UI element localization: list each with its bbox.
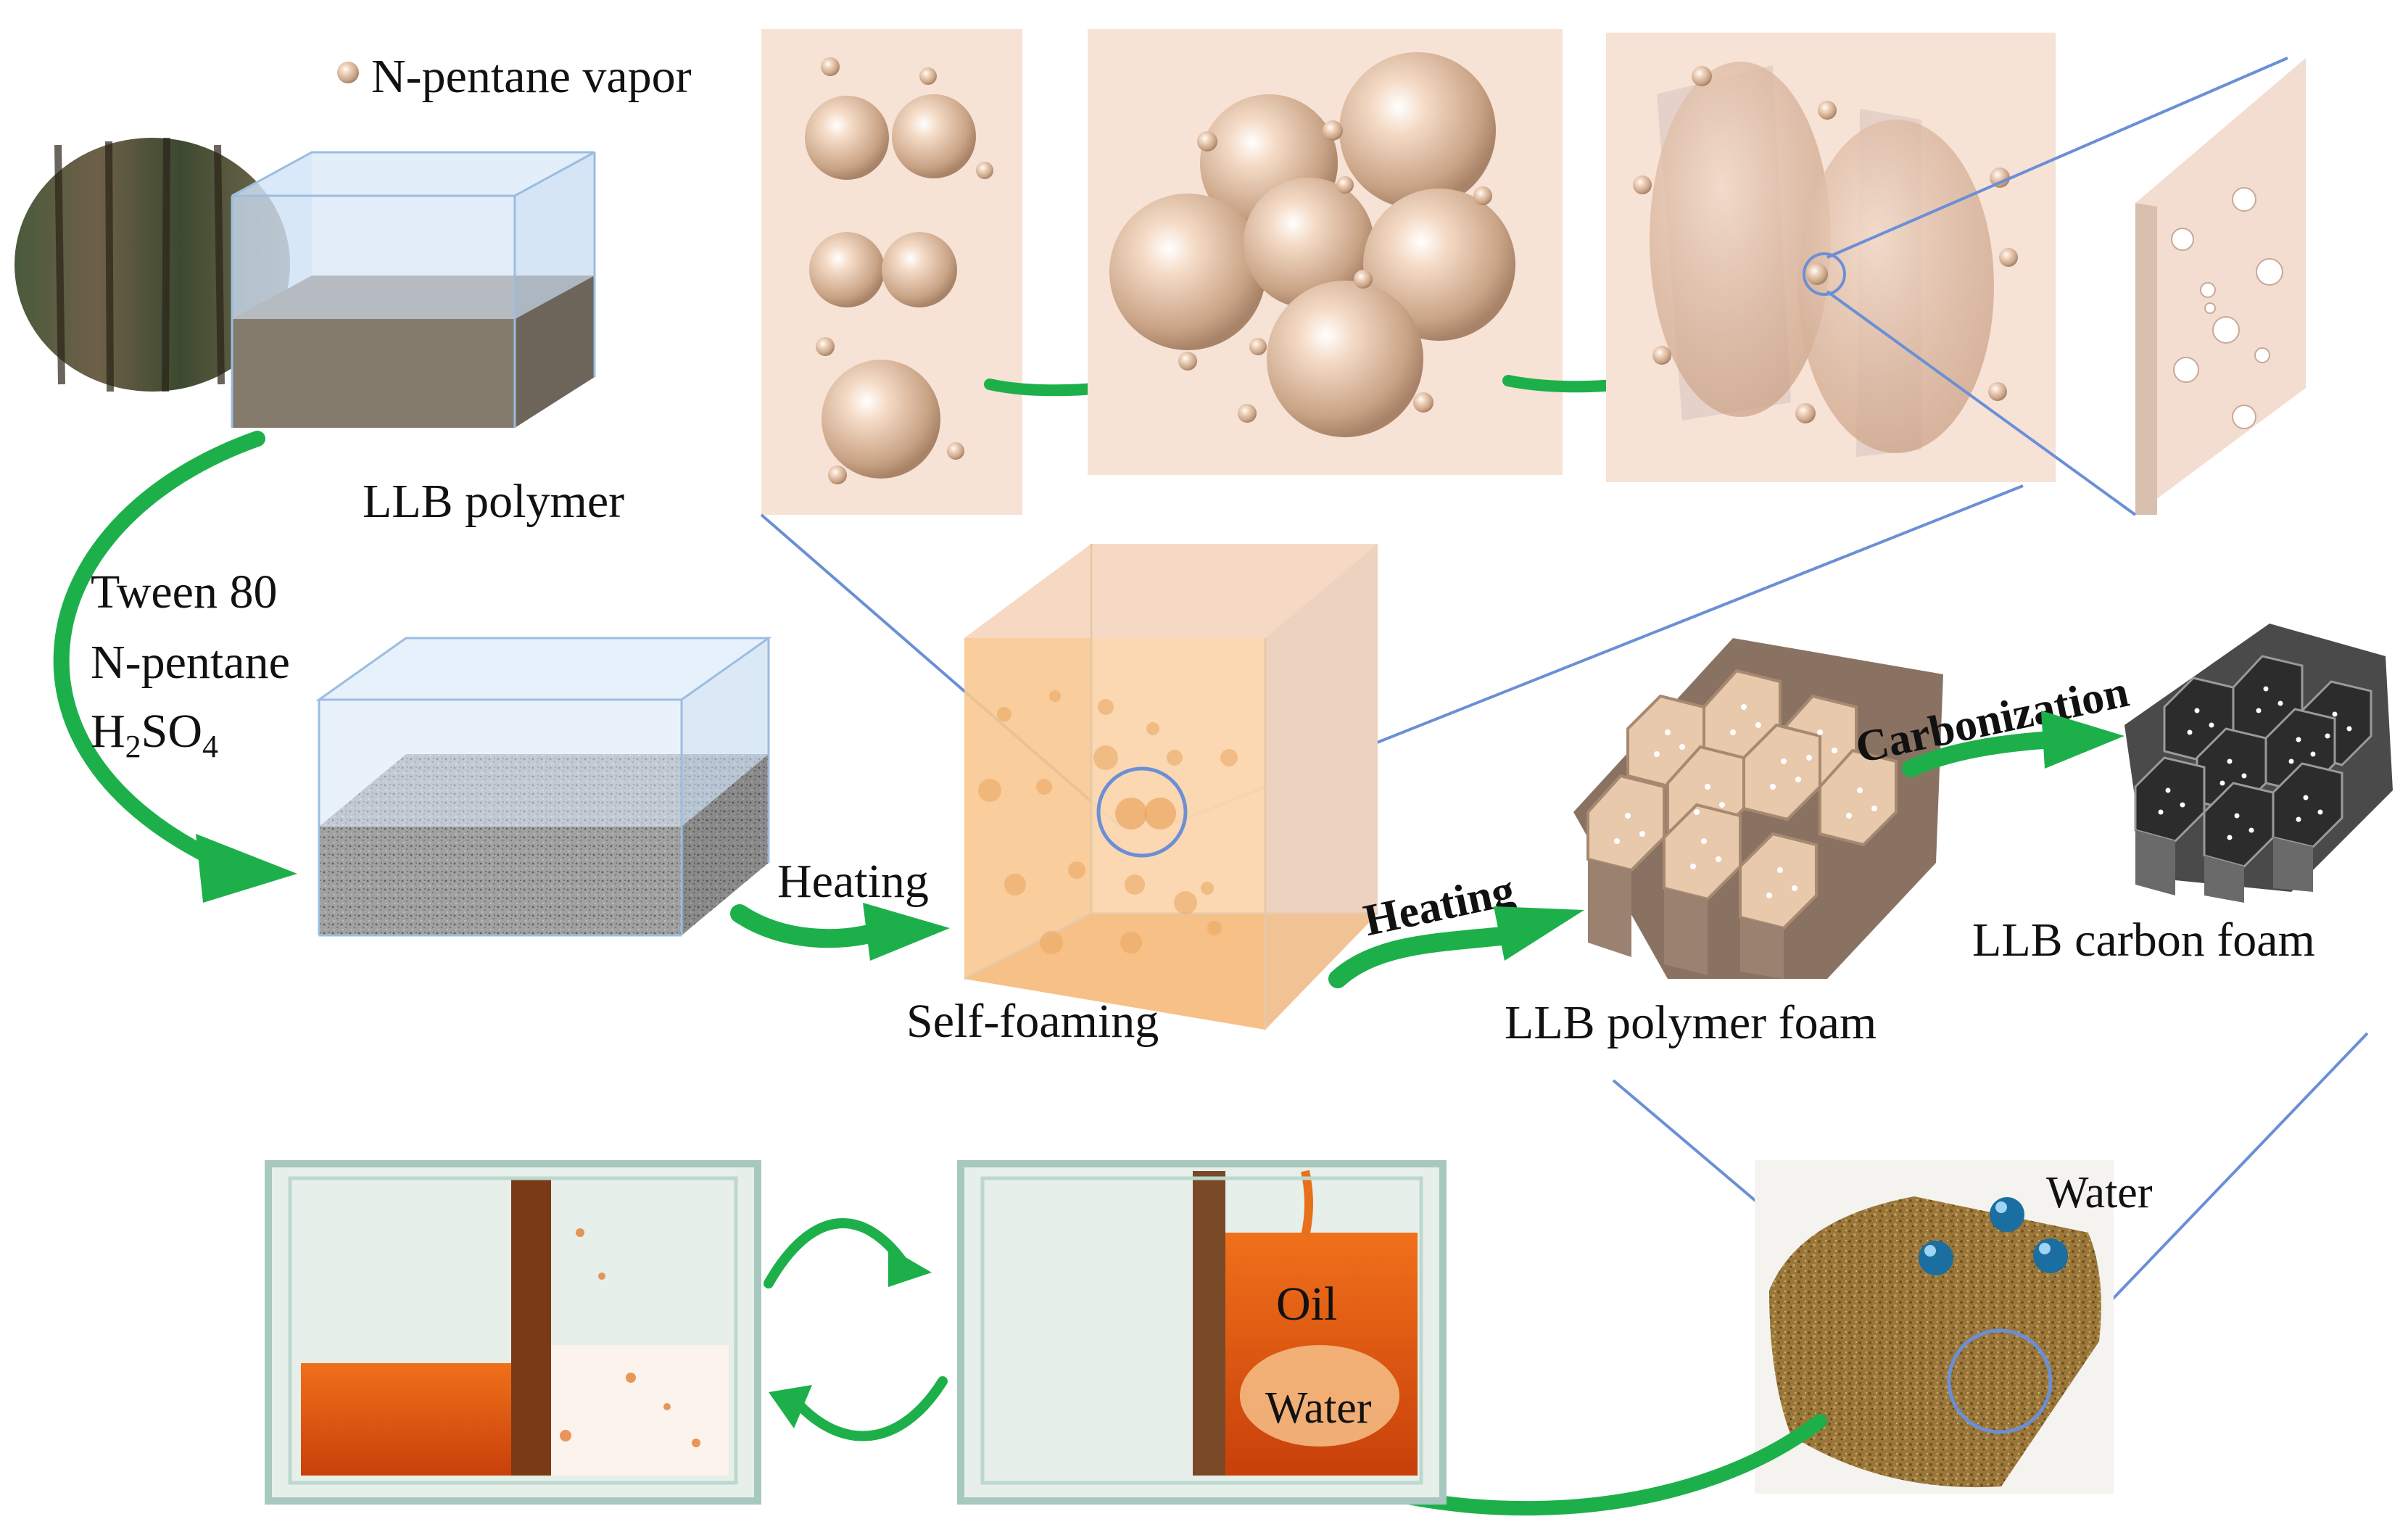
pore-wall-slab: [2135, 58, 2306, 515]
arrow-head: [2041, 711, 2124, 769]
tank-absorbing: [957, 1160, 1447, 1505]
heating-label-1: Heating: [777, 855, 929, 908]
bubble-stage-1: [761, 29, 1022, 515]
polymer-foam-honeycomb: [1573, 638, 1943, 979]
forest-photo: [15, 137, 290, 392]
cycle-arrow-bottom: [793, 1376, 948, 1441]
polymer-foam-label: LLB polymer foam: [1505, 996, 1877, 1049]
arrow-head: [769, 1385, 812, 1428]
mixture-box: [315, 637, 772, 937]
carbon-foam-label: LLB carbon foam: [1972, 914, 2315, 967]
water-layer-label: Water: [1265, 1383, 1372, 1433]
vapor-legend-label: N-pentane vapor: [371, 50, 692, 103]
reagent-acid: H2SO4: [91, 705, 218, 764]
reagents-list: Tween 80 N-pentane H2SO4: [91, 566, 290, 764]
arrow-head: [888, 1247, 932, 1287]
arrow-to-mixture: [53, 431, 265, 878]
heating-arrow-1: [730, 904, 887, 948]
arrow-head: [196, 834, 297, 903]
stage-arrow-1: [984, 378, 1108, 397]
arrow-head: [863, 903, 950, 961]
oil-label: Oil: [1276, 1278, 1337, 1331]
stage-arrow-2: [1502, 375, 1626, 393]
bubble-stage-2: [1088, 29, 1563, 475]
reagent-pentane: N-pentane: [91, 636, 290, 689]
water-droplets-label: Water: [2046, 1168, 2153, 1217]
cycle-arrow-top: [764, 1218, 908, 1288]
reagent-tween: Tween 80: [91, 566, 277, 618]
heating-arrow-2: [1328, 926, 1518, 988]
arrow-head: [1494, 906, 1584, 961]
vapor-legend: N-pentane vapor: [337, 50, 692, 103]
carbon-foam-honeycomb: [2124, 624, 2393, 903]
llb-polymer-box: [231, 151, 596, 428]
self-foaming-cube: [964, 544, 1378, 1030]
self-foaming-label: Self-foaming: [906, 995, 1159, 1048]
sponge-photo: [1755, 1160, 2114, 1494]
carbonization-arrow: [1902, 731, 2061, 777]
llb-polymer-label: LLB polymer: [363, 475, 624, 528]
tank-separated: [265, 1160, 761, 1505]
